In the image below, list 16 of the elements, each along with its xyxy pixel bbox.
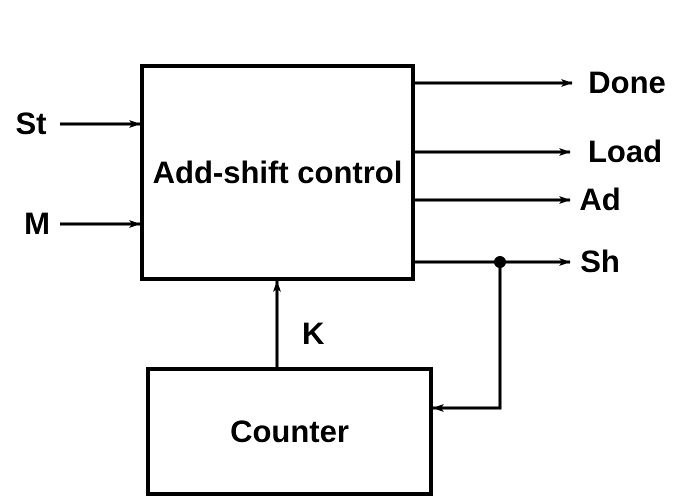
arrow	[415, 148, 571, 156]
arrow	[60, 220, 141, 228]
signal-label: Load	[570, 132, 680, 172]
signal-label: Ad	[570, 180, 630, 220]
arrow	[273, 280, 281, 367]
block-label: Add-shift control	[152, 154, 402, 190]
arrow	[415, 79, 573, 87]
signal-label: M	[14, 204, 60, 244]
arrow	[415, 196, 571, 204]
block-box	[140, 64, 415, 281]
block-label: Counter	[230, 414, 349, 450]
signal-label: St	[2, 104, 60, 144]
arrow	[60, 120, 141, 128]
signal-label: Sh	[570, 242, 630, 282]
signal-label: Done	[572, 63, 682, 103]
block-box	[146, 367, 433, 496]
